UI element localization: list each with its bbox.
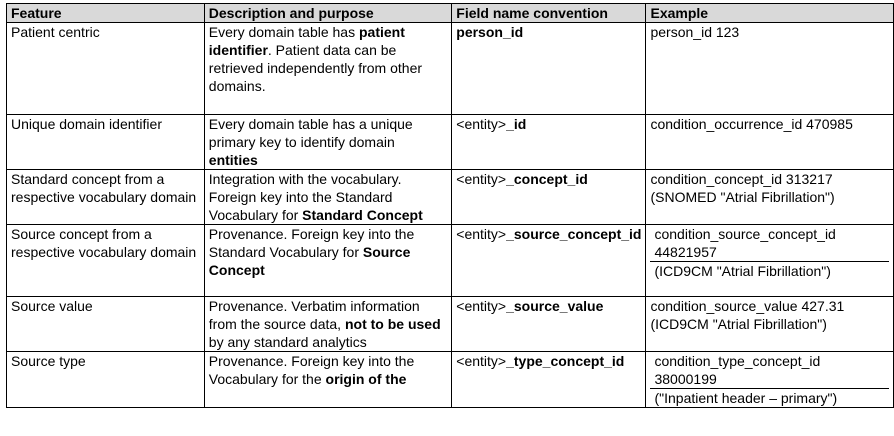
description-cell: Provenance. Foreign key into the Standar… <box>203 224 453 297</box>
description-cell: Provenance. Foreign key into the Vocabul… <box>203 351 453 408</box>
field-suffix: _id <box>506 116 527 132</box>
header-field-name-convention: Field name convention <box>451 3 647 23</box>
field-prefix: <entity> <box>456 171 507 187</box>
header-example: Example <box>645 3 894 23</box>
header-feature: Feature <box>6 3 205 23</box>
description-emphasis: entities <box>208 152 258 168</box>
table-row: Source type Provenance. Foreign key into… <box>6 351 894 408</box>
example-cell: condition_source_concept_id 44821957(ICD… <box>645 224 894 297</box>
example-note: ("Inpatient header – primary") <box>654 390 838 406</box>
field-prefix: <entity> <box>456 353 507 369</box>
feature-cell: Source value <box>6 296 205 352</box>
example-text: condition_occurrence_id 470985 <box>650 116 853 132</box>
description-emphasis: patient identifier <box>208 24 405 58</box>
example-cell: condition_occurrence_id 470985 <box>645 114 894 170</box>
field-cell: <entity>_source_concept_id <box>451 224 647 297</box>
example-text: condition_source_value 427.31 <box>650 298 845 314</box>
header-row: Feature Description and purpose Field na… <box>6 3 894 23</box>
description-text: Every domain table has <box>208 24 359 40</box>
example-text: condition_source_concept_id 44821957 <box>650 226 889 262</box>
description-cell: Integration with the vocabulary. Foreign… <box>203 169 453 225</box>
example-text: condition_type_concept_id 38000199 <box>650 353 889 389</box>
example-text: condition_concept_id 313217 <box>650 171 833 187</box>
field-suffix: _source_concept_id <box>506 226 642 242</box>
field-suffix: _type_concept_id <box>506 353 625 369</box>
feature-cell: Patient centric <box>6 22 205 115</box>
example-text: person_id 123 <box>650 24 740 40</box>
field-suffix: _concept_id <box>506 171 588 187</box>
field-prefix: <entity> <box>456 116 507 132</box>
field-cell: person_id <box>451 22 647 115</box>
example-cell: condition_source_value 427.31 (ICD9CM "At… <box>645 296 894 352</box>
description-text: by any standard analytics <box>208 334 367 350</box>
feature-cell: Source concept from a respective vocabul… <box>6 224 205 297</box>
example-cell: condition_concept_id 313217 (SNOMED "Atri… <box>645 169 894 225</box>
example-cell: condition_type_concept_id 38000199("Inpa… <box>645 351 894 408</box>
example-note: (SNOMED "Atrial Fibrillation") <box>650 189 835 205</box>
description-cell: Every domain table has patient identifie… <box>203 22 453 115</box>
description-text: Provenance. Foreign key into the Vocabul… <box>208 353 415 387</box>
omop-conventions-table: Feature Description and purpose Field na… <box>6 3 894 408</box>
table-row: Source concept from a respective vocabul… <box>6 224 894 297</box>
header-description: Description and purpose <box>203 3 453 23</box>
table-row: Unique domain identifier Every domain ta… <box>6 114 894 170</box>
table-row: Standard concept from a respective vocab… <box>6 169 894 225</box>
description-text: Provenance. Foreign key into the Standar… <box>208 226 415 260</box>
description-cell: Provenance. Verbatim information from th… <box>203 296 453 352</box>
description-text: Provenance. Verbatim information from th… <box>208 298 420 332</box>
description-text: Integration with the vocabulary. Foreign… <box>208 171 402 223</box>
field-suffix: person_id <box>456 24 524 40</box>
description-emphasis: not to be used <box>344 316 441 332</box>
field-prefix: <entity> <box>456 226 507 242</box>
example-note: (ICD9CM "Atrial Fibrillation") <box>650 316 827 332</box>
example-cell: person_id 123 <box>645 22 894 115</box>
table-row: Source value Provenance. Verbatim inform… <box>6 296 894 352</box>
feature-cell: Standard concept from a respective vocab… <box>6 169 205 225</box>
description-emphasis: Standard Concept <box>302 207 423 223</box>
description-emphasis: origin of the <box>325 371 407 387</box>
field-suffix: _source_value <box>506 298 604 314</box>
field-cell: <entity>_concept_id <box>451 169 647 225</box>
description-text: . Patient data can be retrieved independ… <box>208 42 423 94</box>
field-cell: <entity>_id <box>451 114 647 170</box>
field-cell: <entity>_source_value <box>451 296 647 352</box>
description-emphasis: Source Concept <box>208 244 411 278</box>
field-cell: <entity>_type_concept_id <box>451 351 647 408</box>
table-row: Patient centric Every domain table has p… <box>6 22 894 115</box>
field-prefix: <entity> <box>456 298 507 314</box>
example-note: (ICD9CM "Atrial Fibrillation") <box>654 263 831 279</box>
feature-cell: Unique domain identifier <box>6 114 205 170</box>
description-cell: Every domain table has a unique primary … <box>203 114 453 170</box>
description-text: Every domain table has a unique primary … <box>208 116 413 150</box>
feature-cell: Source type <box>6 351 205 408</box>
